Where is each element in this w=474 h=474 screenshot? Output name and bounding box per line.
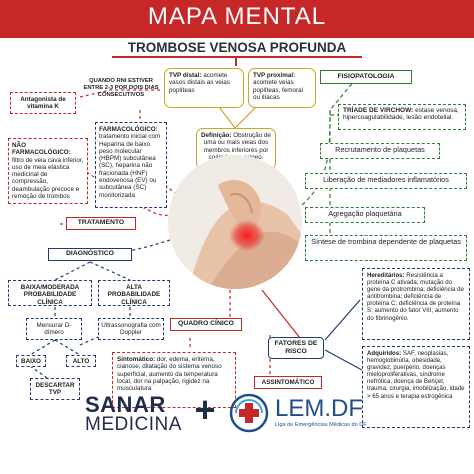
plus-sign: + (194, 389, 216, 430)
sintomatico-text: dor, edema, eritema, cianose, dilatação … (117, 356, 222, 393)
page-subtitle: TROMBOSE VENOSA PROFUNDA (127, 40, 347, 55)
ultrassom-doppler-box: Ultrassonografia com Doppler (98, 318, 164, 340)
nao-farmacologico-box: NÃO FARMACOLÓGICO: filtro de veia cava i… (8, 138, 88, 204)
tvp-proximal-text: acomete veias poplíteas, femoral ou ilía… (253, 79, 304, 101)
tvp-distal-text: acomete vasos distais as veias poplíteas (169, 72, 230, 94)
tvp-proximal-label: TVP proximal: (253, 72, 296, 79)
baixa-probabilidade-box: BAIXA/MODERADA PROBABILIDADE CLÍNICA (8, 280, 92, 306)
farmacologico-box: FARMACOLÓGICO: tratamento inicial com He… (95, 122, 167, 208)
tvp-proximal-box: TVP proximal: acomete veias poplíteas, f… (248, 68, 316, 108)
quando-rni-note: QUANDO RNI ESTIVER ENTRE 2-3 POR DOIS DI… (83, 78, 159, 98)
fatores-risco-hub: FATORES DE RISCO (268, 337, 324, 359)
sintomatico-label: Sintomático: (117, 356, 156, 363)
assintomatico-box: ASSINTOMÁTICO (254, 376, 322, 389)
hereditarios-label: Hereditários: (367, 272, 405, 279)
alto-box: ALTO (66, 355, 96, 367)
definicao-label: Definição: (200, 132, 232, 139)
triade-text: estase venosa, hipercoagulabilidade, les… (343, 107, 459, 122)
lem-df-logo-text: LEM.DF (275, 395, 364, 422)
tratamento-hub: TRATAMENTO (66, 217, 136, 230)
antagonista-box: Antagonista de vitamina K (10, 92, 76, 114)
fisio-step-2: Liberação de mediadores inflamatórios (305, 173, 467, 189)
diagnostico-hub: DIAGNÓSTICO (48, 248, 132, 261)
sintomatico-box: Sintomático: dor, edema, eritema, cianos… (112, 352, 236, 408)
page-title: MAPA MENTAL (147, 3, 327, 30)
fisio-step-3: Agregação plaquetária (305, 207, 425, 223)
tvp-distal-box: TVP distal: acomete vasos distais as vei… (164, 68, 244, 108)
nao-farmacologico-text: filtro de veia cava inferior, uso de mei… (12, 156, 84, 201)
alta-probabilidade-box: ALTA PROBABILIDADE CLÍNICA (98, 280, 170, 306)
tvp-distal-label: TVP distal: (169, 72, 202, 79)
sanar-logo-top: SANAR (85, 392, 166, 417)
leg-pain-photo (168, 155, 302, 289)
farmacologico-label: FARMACOLÓGICO: (99, 126, 158, 133)
triade-label: TRÍADE DE VIRCHOW: (343, 107, 414, 114)
triade-virchow-box: TRÍADE DE VIRCHOW: estase venosa, hiperc… (338, 104, 466, 130)
farmacologico-text: tratamento inicial com Heparina de baixo… (99, 133, 161, 199)
baixo-box: BAIXO (16, 355, 46, 367)
sanar-logo-bottom: MEDICINA (85, 414, 182, 435)
leg-illustration (168, 155, 302, 289)
header-banner (0, 0, 474, 38)
hereditarios-box: Hereditários: Resistência a proteína C a… (362, 268, 470, 340)
fisio-step-4: Síntese de trombina dependente de plaque… (305, 235, 467, 261)
lem-logo-icon (228, 392, 270, 434)
adquiridos-text: SAF, neoplasias, hemoglobinúria, obesida… (367, 350, 465, 400)
adquiridos-label: Adquiridos: (367, 350, 402, 357)
adquiridos-box: Adquiridos: SAF, neoplasias, hemoglobinú… (362, 346, 470, 428)
quadro-clinico-hub: QUADRO CÍNICO (170, 318, 242, 331)
mensurar-ddimero-box: Mensurar D-dímero (26, 318, 82, 340)
nao-farmacologico-label: NÃO FARMACOLÓGICO: (12, 142, 71, 157)
descartar-tvp-box: DESCARTAR TVP (30, 378, 80, 400)
hereditarios-text: Resistência a proteína C ativada; mutaçã… (367, 272, 464, 322)
fisio-step-1: Recrutamento de plaquetas (320, 143, 440, 159)
subtitle-underline (112, 56, 362, 58)
fisiopatologia-hub: FISIOPATOLOGIA (320, 70, 412, 84)
lem-df-subtitle: Liga de Emergências Médicas do DF (275, 422, 367, 428)
